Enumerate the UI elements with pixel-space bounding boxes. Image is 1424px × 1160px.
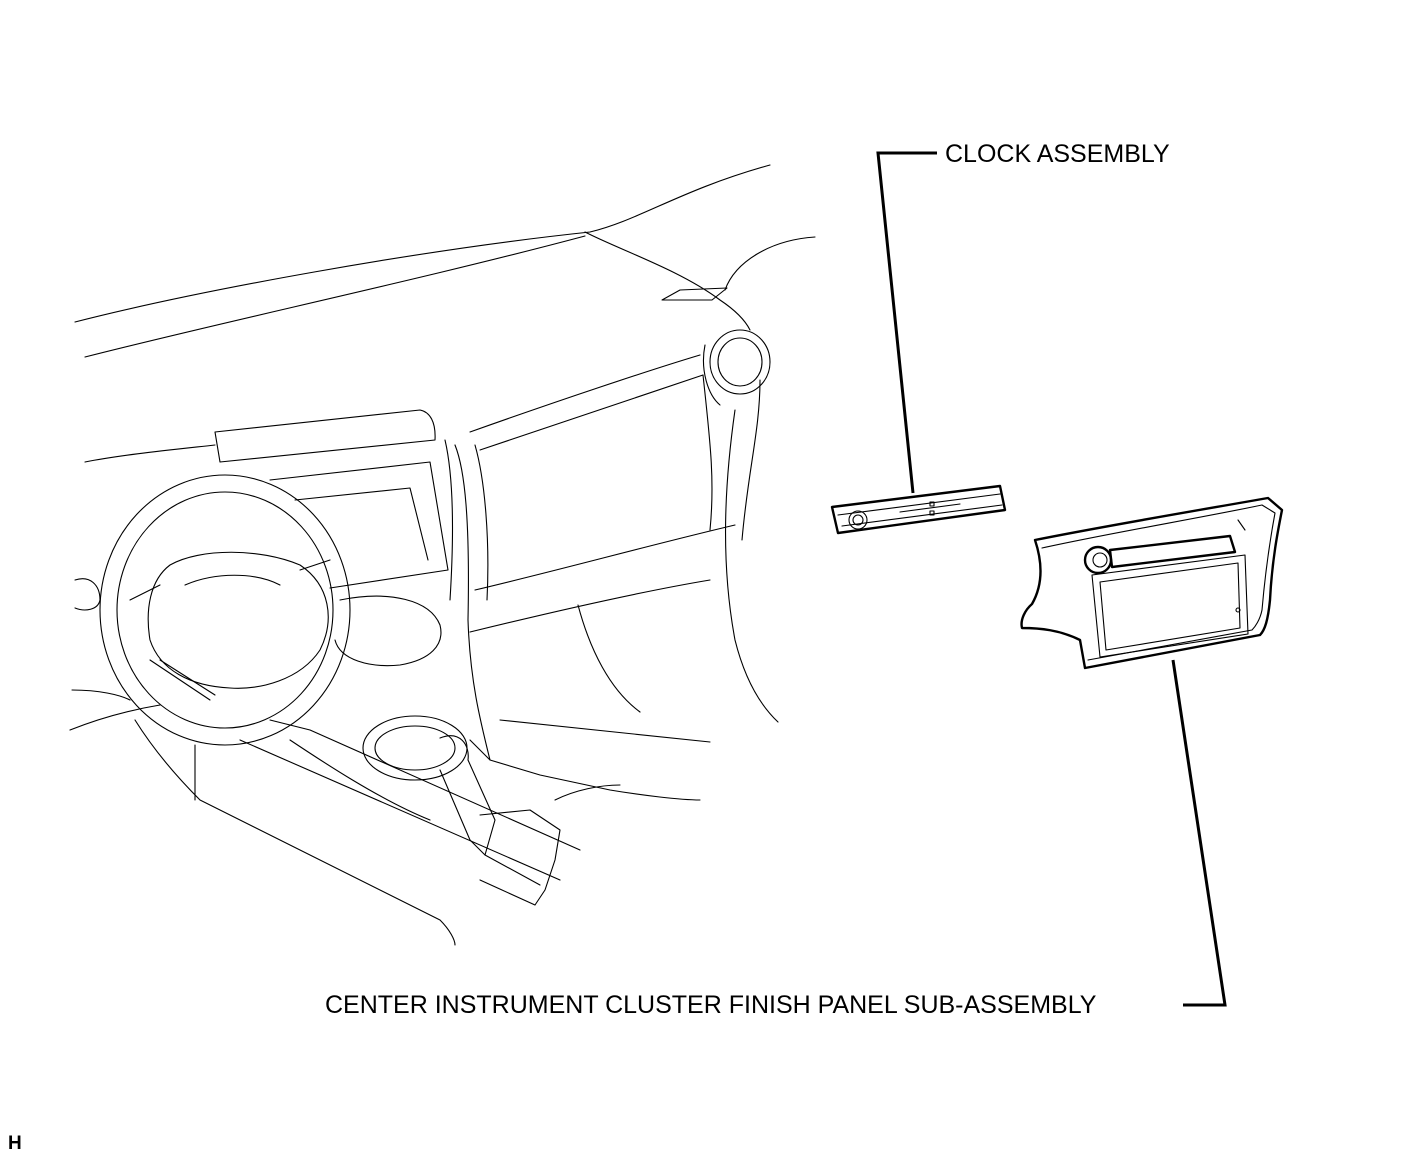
center-panel-part bbox=[1020, 496, 1284, 670]
callout-clock-assembly: CLOCK ASSEMBLY bbox=[945, 140, 1170, 168]
leader-lines bbox=[876, 151, 1227, 1007]
leader-clock bbox=[876, 151, 937, 494]
figure-code: H bbox=[8, 1133, 22, 1154]
leader-panel bbox=[1171, 659, 1227, 1007]
clock-assembly-part bbox=[830, 484, 1007, 535]
dashboard-drawing bbox=[69, 164, 816, 946]
callout-center-panel: CENTER INSTRUMENT CLUSTER FINISH PANEL S… bbox=[325, 991, 1097, 1019]
